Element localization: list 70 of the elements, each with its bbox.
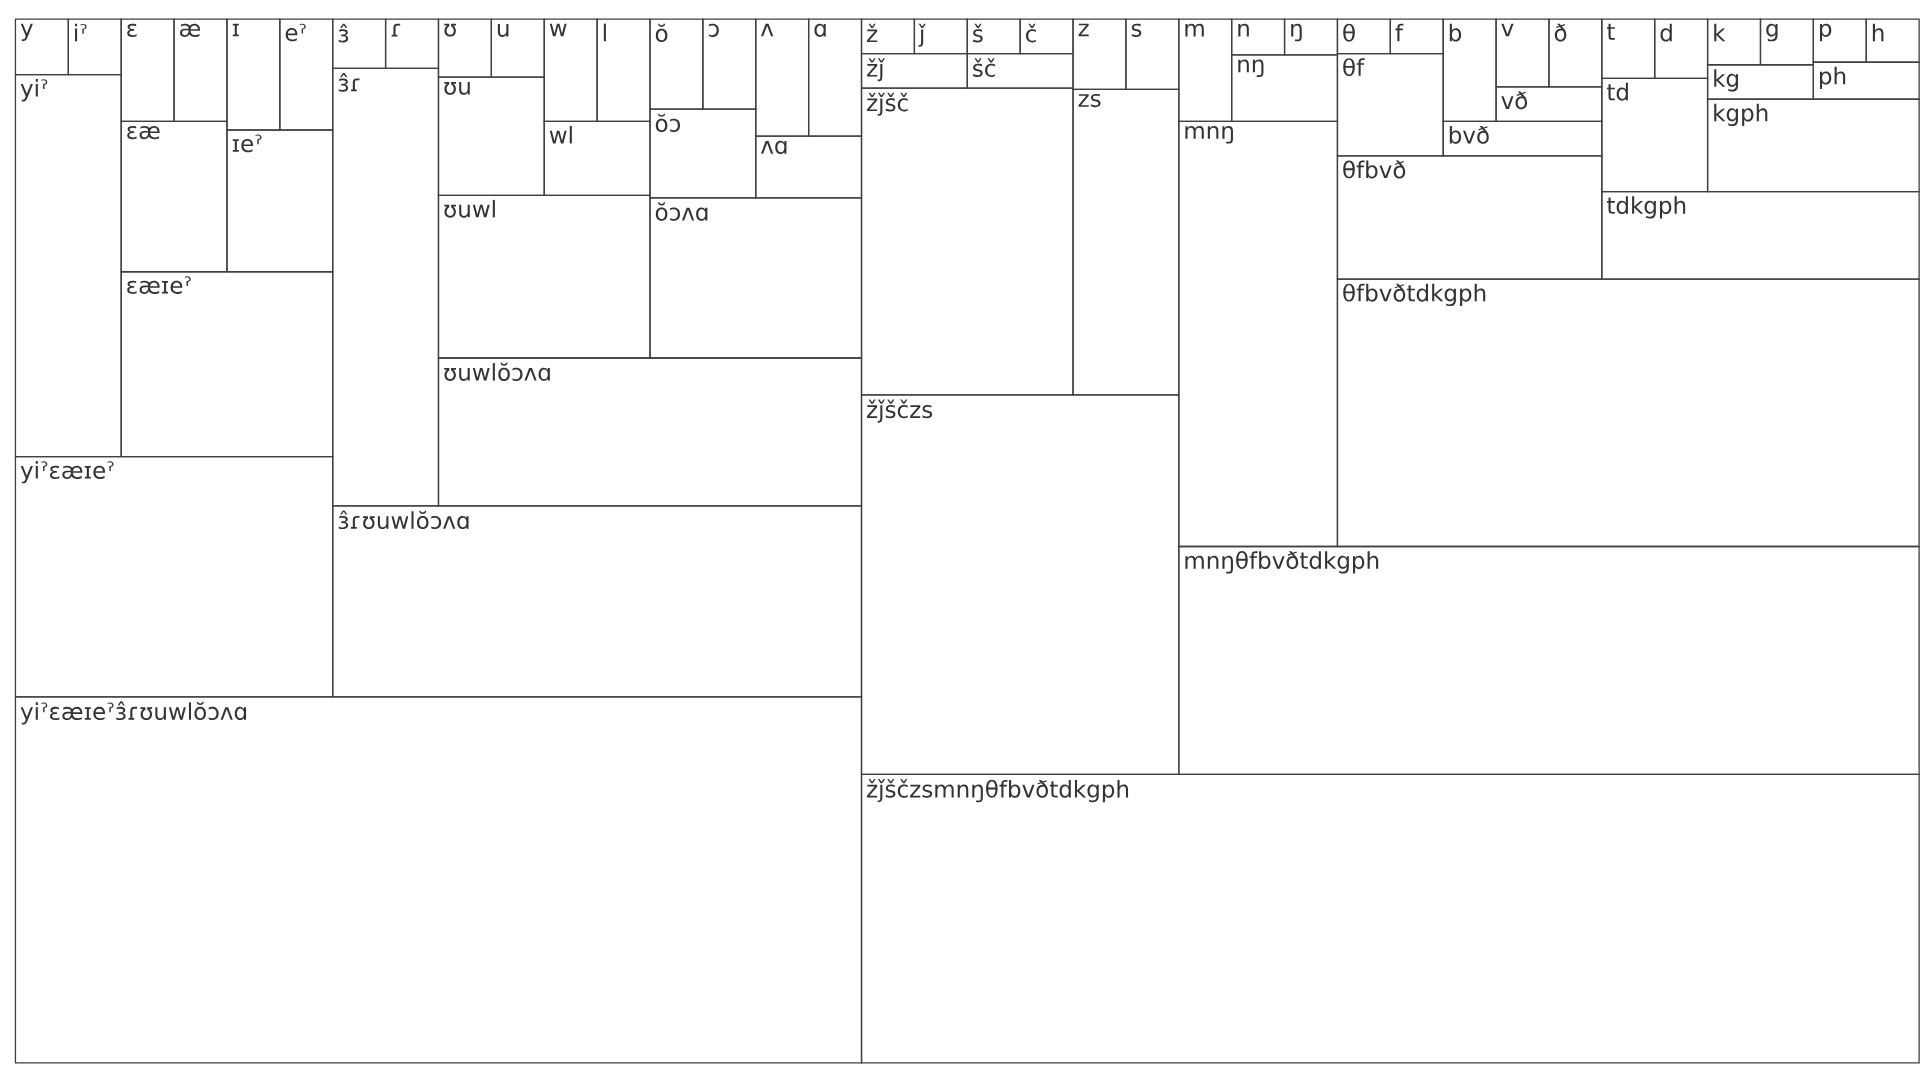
cluster-box: yiˀɛæɪeˀ bbox=[14, 455, 334, 698]
cluster-box: eˀ bbox=[279, 18, 334, 131]
cluster-box: ž bbox=[860, 18, 916, 55]
cluster-box: g bbox=[1759, 18, 1814, 66]
cluster-box: θfbvðtdkgph bbox=[1336, 278, 1920, 548]
cluster-box: θfbvð bbox=[1336, 155, 1603, 280]
cluster-box: l bbox=[596, 18, 651, 123]
cluster-box: w bbox=[543, 18, 598, 123]
cluster-box: ŏɔʌɑ bbox=[649, 197, 863, 359]
cluster-box: p bbox=[1812, 18, 1867, 63]
cluster-box: nŋ bbox=[1231, 54, 1339, 123]
cluster-box: ʊuwlŏɔʌɑ bbox=[437, 357, 863, 507]
cluster-box: ɛæ bbox=[120, 120, 228, 273]
cluster-box: zs bbox=[1072, 88, 1180, 396]
cluster-box: æ bbox=[173, 18, 228, 123]
cluster-box: θf bbox=[1336, 53, 1444, 157]
cluster-box: ʊu bbox=[437, 76, 545, 196]
cluster-box: ʊ bbox=[437, 18, 492, 78]
cluster-box: ǰ bbox=[913, 18, 968, 55]
cluster-box: ɑ bbox=[808, 18, 863, 137]
cluster-box: td bbox=[1601, 77, 1709, 193]
cluster-box: u bbox=[490, 18, 545, 78]
cluster-box: mnŋ bbox=[1178, 120, 1339, 548]
cluster-box: ɜ̂ɾ bbox=[332, 67, 440, 507]
cluster-box: h bbox=[1865, 18, 1920, 63]
cluster-box: ŏ bbox=[649, 18, 704, 110]
cluster-box: mnŋθfbvðtdkgph bbox=[1178, 545, 1920, 776]
cluster-box: ɜ̂ɾʊuwlŏɔʌɑ bbox=[332, 505, 863, 698]
cluster-box: ŏɔ bbox=[649, 108, 757, 199]
cluster-box: žǰšč bbox=[860, 87, 1074, 396]
cluster-box: ɾ bbox=[384, 18, 440, 70]
cluster-box: ʌɑ bbox=[755, 135, 863, 199]
cluster-box: š bbox=[966, 18, 1021, 55]
cluster-box: ŋ bbox=[1283, 18, 1339, 56]
cluster-box: n bbox=[1231, 18, 1286, 56]
cluster-box: ʊuwl bbox=[437, 194, 651, 359]
cluster-box: z bbox=[1072, 18, 1127, 90]
cluster-box: ɪeˀ bbox=[226, 129, 334, 273]
cluster-box: f bbox=[1389, 18, 1444, 55]
cluster-box: ʌ bbox=[755, 18, 810, 137]
cluster-box: žǰščzs bbox=[860, 394, 1180, 776]
cluster-box: šč bbox=[966, 53, 1074, 89]
cluster-box: ph bbox=[1812, 61, 1920, 100]
cluster-box: iˀ bbox=[67, 18, 122, 76]
cluster-box: m bbox=[1178, 18, 1233, 123]
cluster-box: v bbox=[1495, 18, 1550, 88]
cluster-box: kg bbox=[1706, 64, 1814, 100]
cluster-box: kgph bbox=[1706, 98, 1920, 193]
cluster-box: s bbox=[1125, 18, 1180, 90]
cluster-box: žǰščzsmnŋθfbvðtdkgph bbox=[860, 773, 1920, 1064]
cluster-box: t bbox=[1601, 18, 1656, 79]
cluster-box: wl bbox=[543, 120, 651, 196]
cluster-box: ɔ bbox=[702, 18, 757, 110]
cluster-box: b bbox=[1442, 18, 1497, 123]
cluster-box: bvð bbox=[1442, 120, 1603, 157]
cluster-box: θ bbox=[1336, 18, 1391, 55]
cluster-box: ɜ̂ bbox=[332, 18, 387, 70]
cluster-box: k bbox=[1706, 18, 1762, 66]
cluster-box: ɪ bbox=[226, 18, 281, 131]
cluster-box: y bbox=[14, 18, 69, 76]
cluster-box: ɛæɪeˀ bbox=[120, 271, 334, 458]
cluster-box: č bbox=[1019, 18, 1074, 55]
cluster-box: yiˀ bbox=[14, 73, 122, 458]
cluster-box: ð bbox=[1548, 18, 1603, 88]
cluster-box: yiˀɛæɪeˀɜ̂ɾʊuwlŏɔʌɑ bbox=[14, 696, 863, 1064]
cluster-box: vð bbox=[1495, 86, 1603, 123]
cluster-box: d bbox=[1654, 18, 1709, 79]
cluster-box: tdkgph bbox=[1601, 191, 1920, 280]
cluster-box: žǰ bbox=[860, 53, 968, 89]
cluster-box: ɛ bbox=[120, 18, 175, 123]
